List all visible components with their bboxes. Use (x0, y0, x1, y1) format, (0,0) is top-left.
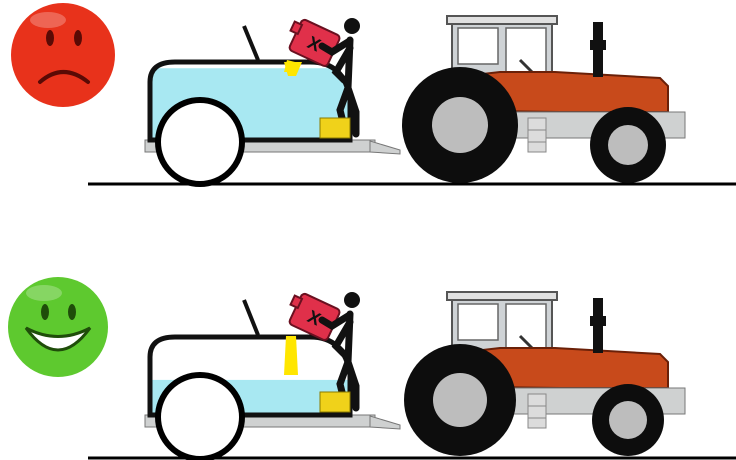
tractor-front-wheel (592, 384, 664, 456)
tractor (404, 292, 685, 456)
tank-lid (244, 26, 258, 60)
tractor (402, 16, 685, 183)
sad-face-icon (11, 3, 115, 107)
tank-lid (244, 300, 258, 335)
trailer (145, 26, 400, 184)
happy-face-icon (8, 277, 108, 377)
scene-happy: X (8, 277, 736, 459)
trailer (145, 300, 400, 459)
tractor-front-wheel (590, 107, 666, 183)
pour-stream (284, 336, 298, 375)
scene-sad: X (11, 3, 736, 184)
trailer-wheel (158, 375, 242, 459)
trailer-wheel (158, 100, 242, 184)
measuring-cup (320, 392, 350, 412)
measuring-cup (320, 118, 350, 138)
tractor-rear-wheel (404, 344, 516, 456)
tractor-rear-wheel (402, 67, 518, 183)
